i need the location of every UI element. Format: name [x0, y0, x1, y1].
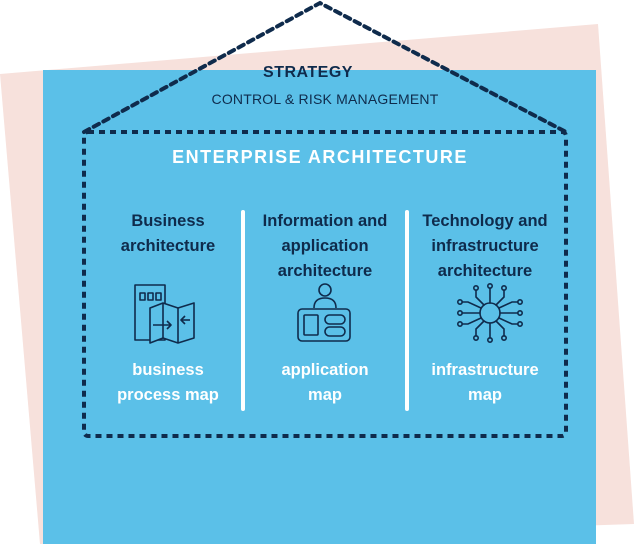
strategy-label: STRATEGY — [263, 64, 353, 81]
blue-panel — [43, 70, 596, 544]
technology-infrastructure-architecture-title: Technology and infrastructure architectu… — [422, 212, 548, 280]
business-architecture-title: Business architecture — [120, 212, 216, 255]
house-body-outline — [82, 130, 568, 438]
enterprise-architecture-title: ENTERPRISE ARCHITECTURE — [172, 147, 468, 167]
circuit-chip-icon — [456, 282, 523, 343]
information-application-architecture-title: Information and application architecture — [262, 212, 388, 280]
business-process-map-label: business process map — [117, 361, 219, 404]
application-map-label: application map — [281, 361, 369, 404]
house-roof-outline — [82, 0, 568, 134]
infrastructure-map-label: infrastructure map — [431, 361, 539, 404]
building-map-icon — [134, 284, 195, 344]
control-risk-label: CONTROL & RISK MANAGEMENT — [211, 91, 439, 107]
person-app-icon — [297, 283, 351, 342]
